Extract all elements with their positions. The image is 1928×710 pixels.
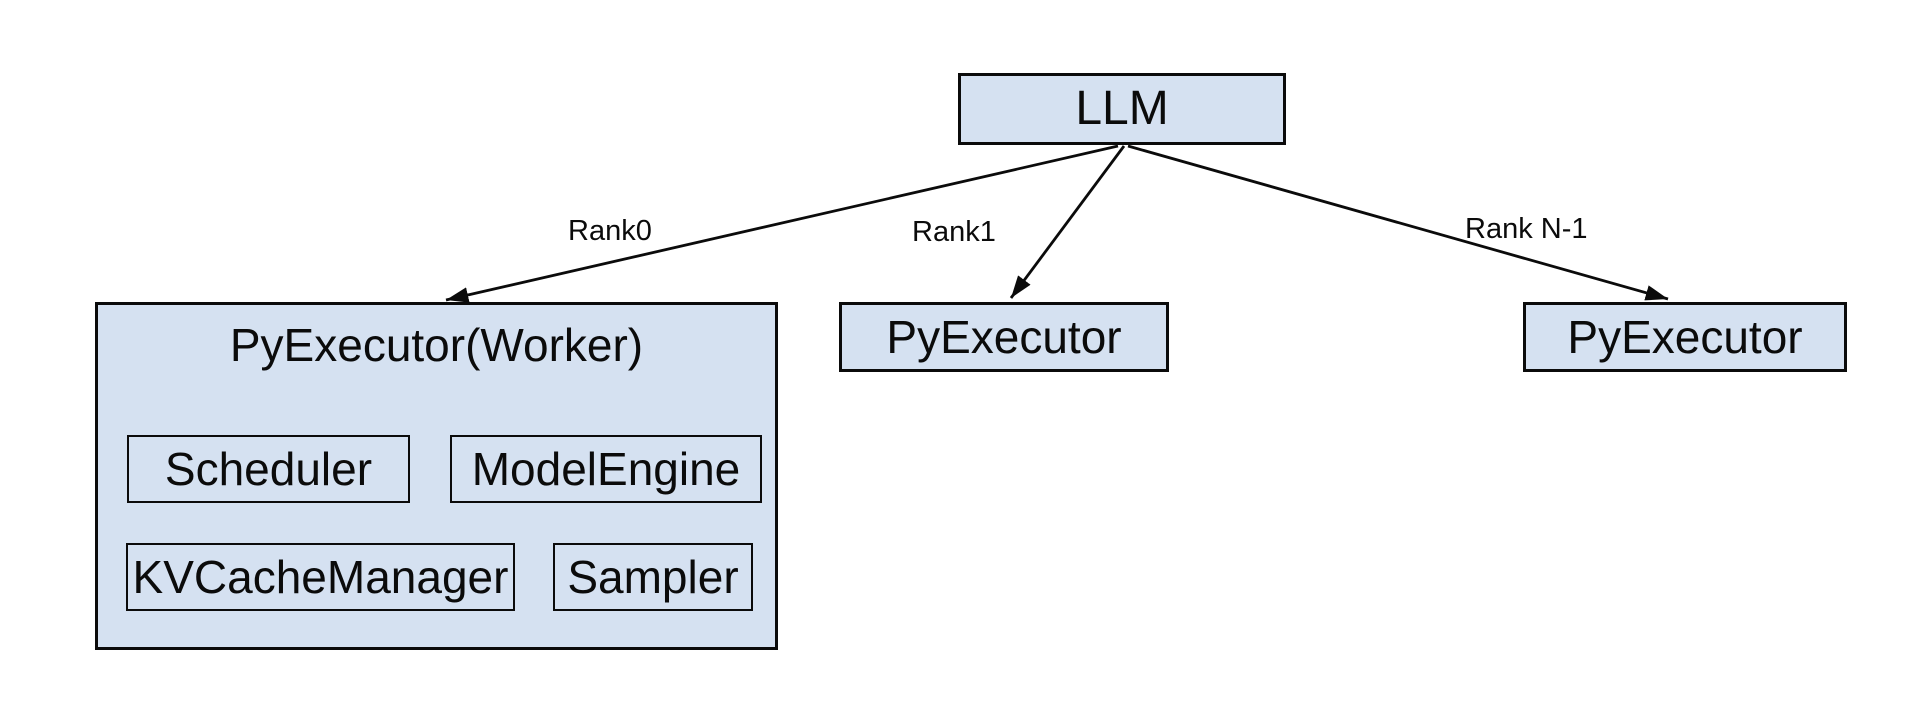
node-kvcachemanager: KVCacheManager [126, 543, 515, 611]
edge-label-rank0: Rank0 [568, 215, 652, 247]
node-llm-label: LLM [1075, 82, 1169, 136]
node-modelengine-label: ModelEngine [471, 442, 741, 495]
node-modelengine: ModelEngine [450, 435, 762, 503]
edge-rank0-arrow [445, 144, 1119, 303]
node-pyexecutor-rank1-label: PyExecutor [886, 310, 1122, 363]
node-kvcachemanager-label: KVCacheManager [132, 550, 509, 603]
node-scheduler: Scheduler [127, 435, 410, 503]
node-scheduler-label: Scheduler [164, 442, 373, 495]
node-pyexecutor-worker-label: PyExecutor(Worker) [229, 319, 644, 371]
edge-label-rank1: Rank1 [912, 216, 996, 248]
node-pyexecutor-worker: PyExecutor(Worker) Scheduler ModelEngine… [95, 302, 778, 650]
node-pyexecutor-rank-n-1: PyExecutor [1523, 302, 1847, 372]
node-llm: LLM [958, 73, 1286, 145]
node-pyexecutor-rank-n-1-label: PyExecutor [1567, 310, 1803, 363]
edge-rank1-arrow [1009, 145, 1126, 299]
edge-label-rank-n-1: Rank N-1 [1465, 213, 1588, 245]
node-sampler: Sampler [553, 543, 753, 611]
node-pyexecutor-rank1: PyExecutor [839, 302, 1169, 372]
edge-rank-n-1-arrow [1127, 144, 1669, 301]
node-sampler-label: Sampler [567, 550, 739, 603]
